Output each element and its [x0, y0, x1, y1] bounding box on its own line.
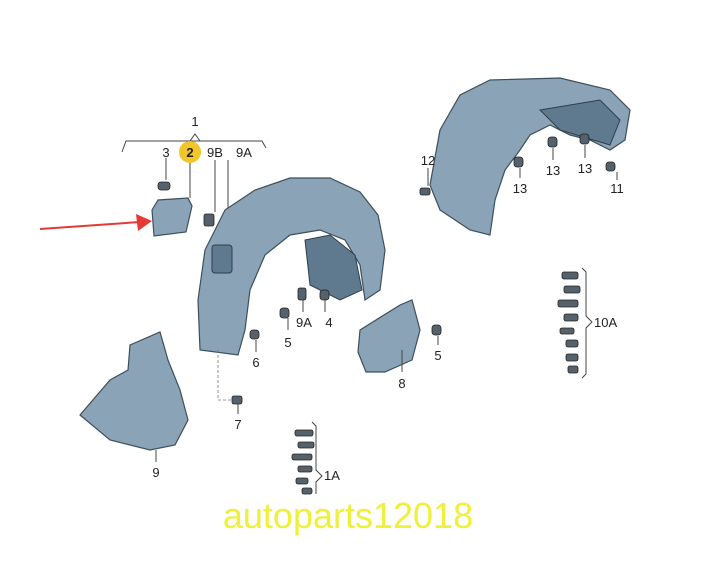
watermark: autoparts12018 [223, 495, 473, 536]
lower-liner-9 [79, 331, 189, 451]
label-9a-mid: 9A [296, 315, 312, 330]
wheel-arch-liner [197, 177, 386, 356]
label-1a: 1A [324, 468, 340, 483]
label-1: 1 [191, 114, 198, 129]
label-5-b: 5 [434, 348, 441, 363]
label-12: 12 [421, 153, 435, 168]
label-9b: 9B [207, 145, 223, 160]
label-9: 9 [152, 465, 159, 480]
label-2: 2 [186, 145, 193, 160]
label-7: 7 [234, 417, 241, 432]
arrow-head-icon [136, 214, 152, 231]
clip-9b [203, 213, 215, 227]
label-11: 11 [610, 181, 624, 196]
label-4: 4 [325, 315, 332, 330]
label-6: 6 [252, 355, 259, 370]
arrow-pointer [39, 221, 141, 230]
fastener-set-10a [557, 271, 581, 374]
group-bracket [121, 140, 267, 153]
plate-8 [357, 299, 421, 373]
bolt-3 [157, 181, 171, 191]
label-13-b: 13 [546, 163, 560, 178]
label-10a: 10A [594, 315, 617, 330]
label-13-a: 13 [513, 181, 527, 196]
label-8: 8 [398, 376, 405, 391]
label-3: 3 [162, 145, 169, 160]
label-9a-top: 9A [236, 145, 252, 160]
label-5-a: 5 [284, 335, 291, 350]
cover-cap-2 [151, 197, 193, 237]
highlight-badge [179, 141, 201, 163]
label-13-c: 13 [578, 161, 592, 176]
fastener-set-1a [291, 429, 315, 495]
